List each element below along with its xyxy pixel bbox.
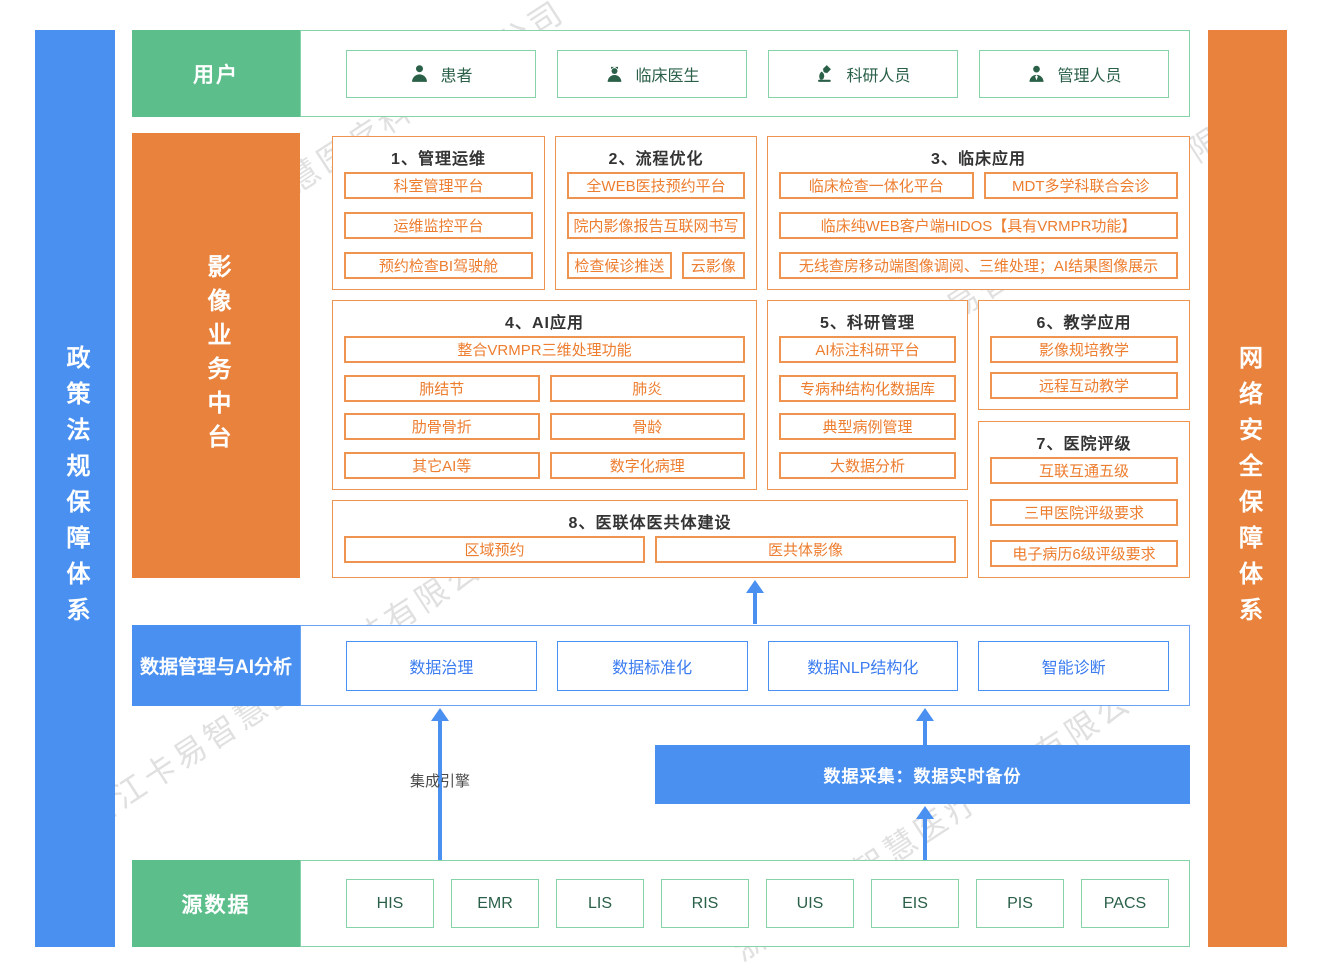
source-data-label-block: 源数据 [132, 860, 300, 947]
network-security-sidebar: 网络安全保障体系 [1208, 30, 1287, 947]
arrow-shaft [923, 721, 927, 745]
section-item: 医共体影像 [655, 536, 956, 563]
section-item: 院内影像报告互联网书写 [567, 212, 745, 239]
source-box-lis: LIS [556, 879, 644, 928]
user-box-researcher: 科研人员 [768, 49, 958, 98]
section-item: 肺炎 [549, 374, 745, 402]
source-box-his: HIS [346, 879, 434, 928]
policy-sidebar-label: 政策法规保障体系 [62, 344, 89, 633]
section-title: 2、流程优化 [608, 151, 704, 168]
section-process-optimization: 2、流程优化 全WEB医技预约平台 院内影像报告互联网书写 检查候诊推送 云影像 [555, 136, 757, 290]
section-item: 全WEB医技预约平台 [567, 172, 745, 199]
user-box-patient: 患者 [346, 49, 536, 98]
users-label-block: 用户 [132, 30, 300, 117]
section-medical-alliance: 8、医联体医共体建设 区域预约 医共体影像 [332, 500, 968, 578]
source-data-label: 源数据 [181, 893, 251, 917]
section-item: 运维监控平台 [344, 212, 533, 239]
user-box-clinician: 临床医生 [557, 49, 747, 98]
arrow-head [746, 580, 764, 593]
section-item: 其它AI等 [344, 451, 540, 479]
integration-engine-label: 集成引擎 [409, 773, 470, 790]
section-title: 4、AI应用 [505, 315, 584, 332]
section-item: 无线查房移动端图像调阅、三维处理；AI结果图像展示 [779, 252, 1178, 279]
user-box-admin: 管理人员 [979, 49, 1169, 98]
source-box-uis: UIS [766, 879, 854, 928]
user-box-label: 临床医生 [635, 67, 700, 85]
section-item: 云影像 [681, 252, 745, 279]
arrow-up-from-collection-bar [916, 708, 934, 745]
arrow-shaft [753, 593, 757, 624]
section-item: 专病种结构化数据库 [779, 374, 956, 402]
section-title: 5、科研管理 [820, 315, 915, 332]
section-item: 区域预约 [344, 536, 645, 563]
arrow-head [431, 708, 449, 721]
source-box-eis: EIS [871, 879, 959, 928]
section-item: 科室管理平台 [344, 172, 533, 199]
data-collection-bar: 数据采集：数据实时备份 [655, 745, 1190, 804]
section-ai-application: 4、AI应用 整合VRMPR三维处理功能 肺结节 肺炎 肋骨骨折 骨龄 其它AI… [332, 300, 757, 490]
source-data-container: HIS EMR LIS RIS UIS EIS PIS PACS [300, 860, 1190, 947]
arrow-shaft [923, 819, 927, 860]
section-hospital-rating: 7、医院评级 互联互通五级 三甲医院评级要求 电子病历6级评级要求 [978, 421, 1190, 578]
section-item: 骨龄 [549, 413, 745, 441]
platform-label-block: 影像业务中台 [132, 133, 300, 578]
section-item: 整合VRMPR三维处理功能 [344, 336, 745, 363]
policy-sidebar: 政策法规保障体系 [35, 30, 115, 947]
user-box-label: 管理人员 [1057, 67, 1122, 85]
section-item: 三甲医院评级要求 [990, 498, 1178, 526]
source-box-pis: PIS [976, 879, 1064, 928]
section-item: 肋骨骨折 [344, 413, 540, 441]
section-title: 7、医院评级 [1036, 436, 1132, 453]
arrow-up-to-platform [746, 580, 764, 624]
users-container: 患者 临床医生 科研人员 管理人员 [300, 30, 1190, 117]
network-security-sidebar-label: 网络安全保障体系 [1234, 344, 1262, 633]
arrow-up-integration-engine [431, 708, 449, 860]
section-item: 电子病历6级评级要求 [990, 540, 1178, 567]
section-research-management: 5、科研管理 AI标注科研平台 专病种结构化数据库 典型病例管理 大数据分析 [767, 300, 968, 490]
source-box-pacs: PACS [1081, 879, 1169, 928]
section-item: 临床纯WEB客户端HIDOS【具有VRMPR功能】 [779, 212, 1178, 239]
source-box-emr: EMR [451, 879, 539, 928]
data-mgmt-container: 数据治理 数据标准化 数据NLP结构化 智能诊断 [300, 625, 1190, 706]
data-mgmt-label: 数据管理与AI分析 [139, 657, 292, 678]
section-item: 临床检查一体化平台 [779, 172, 974, 199]
section-title: 3、临床应用 [931, 151, 1026, 168]
section-item: MDT多学科联合会诊 [983, 172, 1178, 199]
patient-icon [412, 65, 428, 82]
section-item: 影像规培教学 [990, 336, 1178, 363]
section-item: 预约检查BI驾驶舱 [344, 252, 533, 279]
data-mgmt-box-smart-diagnosis: 智能诊断 [978, 640, 1169, 691]
section-title: 8、医联体医共体建设 [568, 515, 732, 532]
data-mgmt-box-nlp: 数据NLP结构化 [767, 640, 959, 691]
users-label: 用户 [193, 63, 239, 87]
source-box-ris: RIS [661, 879, 749, 928]
arrow-up-to-collection-bar [916, 806, 934, 860]
section-teaching-application: 6、教学应用 影像规培教学 远程互动教学 [978, 300, 1190, 410]
section-management-ops: 1、管理运维 科室管理平台 运维监控平台 预约检查BI驾驶舱 [332, 136, 545, 290]
data-mgmt-box-governance: 数据治理 [346, 640, 537, 691]
section-item: 肺结节 [344, 374, 540, 402]
section-item: AI标注科研平台 [779, 336, 956, 363]
arrow-head [916, 806, 934, 819]
section-item: 数字化病理 [549, 451, 745, 479]
section-item: 互联互通五级 [990, 457, 1178, 484]
section-item: 大数据分析 [779, 451, 956, 479]
user-box-label: 患者 [440, 67, 473, 85]
section-clinical-application: 3、临床应用 临床检查一体化平台 MDT多学科联合会诊 临床纯WEB客户端HID… [767, 136, 1190, 290]
platform-label: 影像业务中台 [203, 253, 230, 458]
section-title: 6、教学应用 [1036, 315, 1132, 332]
data-mgmt-label-block: 数据管理与AI分析 [132, 625, 300, 706]
admin-icon [1029, 65, 1044, 82]
user-box-label: 科研人员 [846, 67, 911, 85]
section-item: 典型病例管理 [779, 413, 956, 441]
doctor-icon [608, 66, 622, 82]
section-title: 1、管理运维 [391, 151, 486, 168]
microscope-icon [818, 65, 832, 82]
arrow-head [916, 708, 934, 721]
data-mgmt-box-standardization: 数据标准化 [556, 640, 748, 691]
arrow-shaft [438, 721, 442, 860]
section-item: 远程互动教学 [990, 372, 1178, 399]
section-item: 检查候诊推送 [567, 252, 672, 279]
